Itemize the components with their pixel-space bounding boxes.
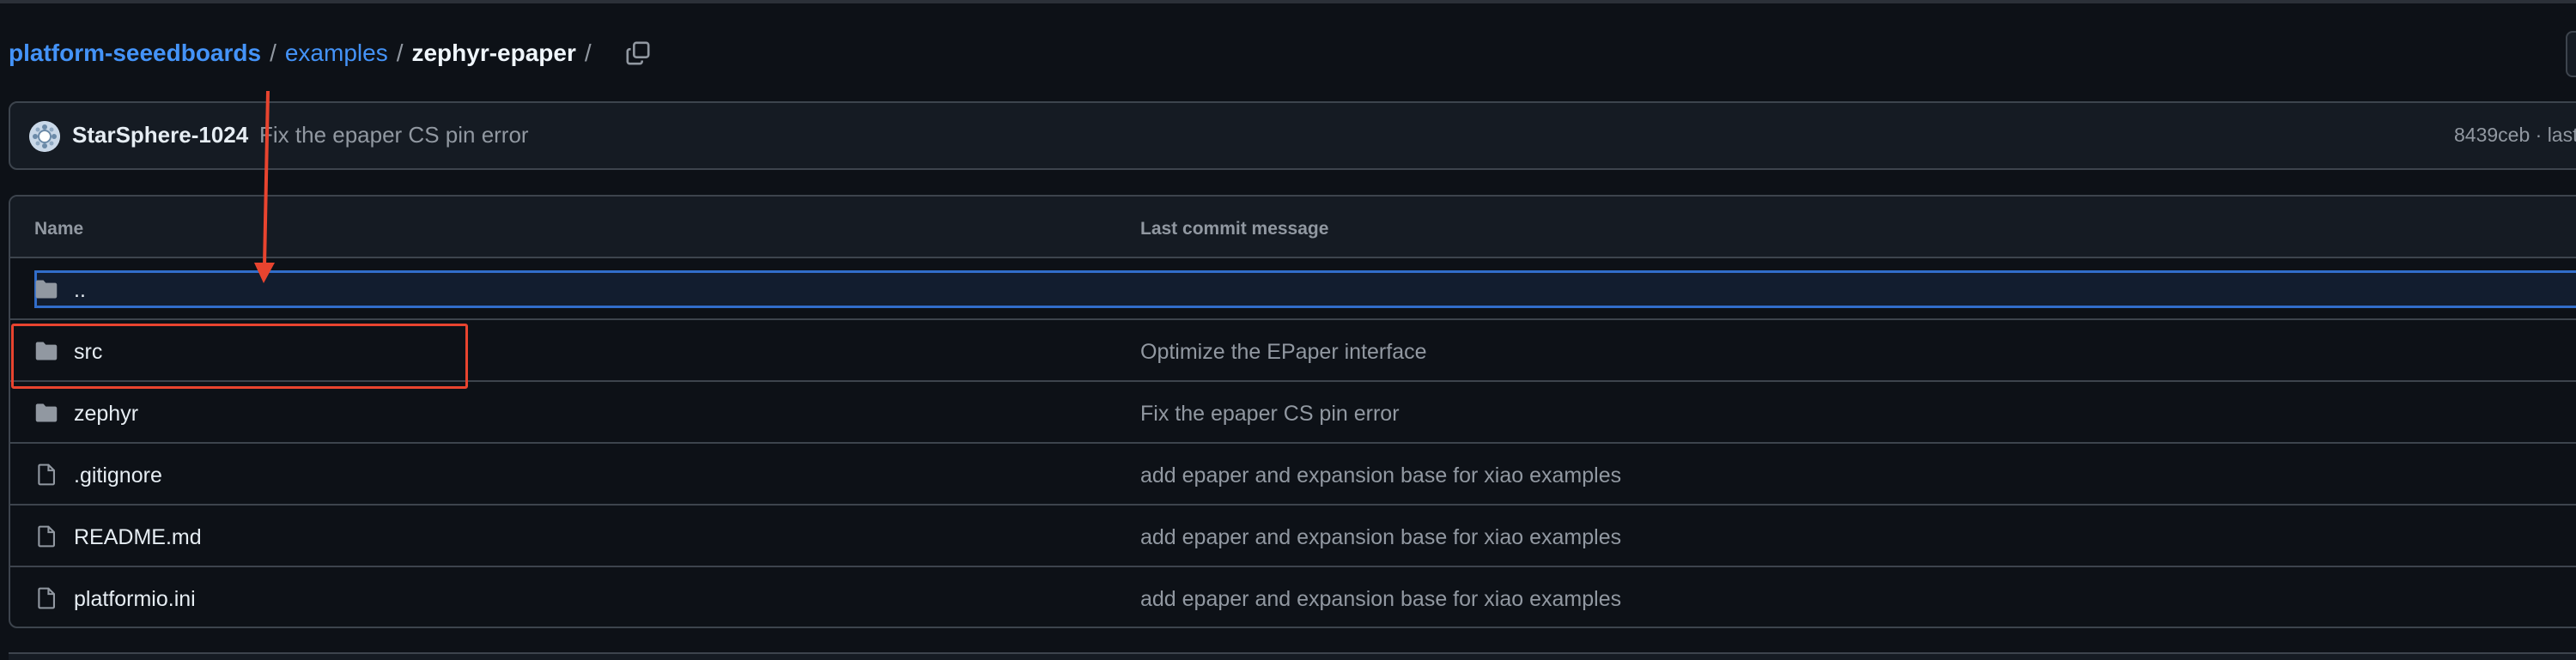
file-name-link[interactable]: zephyr [74,402,139,426]
avatar-icon [29,121,60,152]
breadcrumb: platform-seeedboards / examples / zephyr… [9,34,653,72]
column-header-name: Name [34,219,84,239]
folder-icon [35,280,58,299]
file-icon [38,463,55,486]
file-name-link[interactable]: .gitignore [74,463,162,487]
commit-message-link[interactable]: Fix the epaper CS pin error [259,122,529,148]
table-row[interactable]: zephyr Fix the epaper CS pin error [10,382,2576,444]
toolbar-button-edge[interactable] [2566,31,2576,77]
parent-directory-row[interactable]: .. [10,258,2576,320]
next-section-edge [9,652,2576,660]
parent-directory-label: .. [74,278,86,302]
breadcrumb-repo-link[interactable]: platform-seeedboards [9,39,262,66]
focus-outline [34,270,2576,308]
copy-path-button[interactable] [623,38,653,69]
table-row[interactable]: src Optimize the EPaper interface [10,320,2576,382]
table-row[interactable]: platformio.ini add epaper and expansion … [10,567,2576,627]
column-header-message: Last commit message [1140,219,1329,239]
commit-author-link[interactable]: StarSphere-1024 [72,122,249,148]
commit-message-link[interactable]: add epaper and expansion base for xiao e… [1140,463,1622,487]
file-table: Name Last commit message .. src Optimize… [9,195,2576,628]
file-name-link[interactable]: platformio.ini [74,587,196,611]
breadcrumb-current: zephyr-epaper [411,39,576,66]
commit-message-link[interactable]: add epaper and expansion base for xiao e… [1140,525,1622,549]
breadcrumb-separator: / [584,39,592,66]
breadcrumb-examples-link[interactable]: examples [284,39,388,66]
file-name-link[interactable]: src [74,340,103,364]
table-row[interactable]: .gitignore add epaper and expansion base… [10,444,2576,506]
table-header: Name Last commit message [10,197,2576,258]
folder-icon [35,342,58,360]
commit-message-link[interactable]: Fix the epaper CS pin error [1140,402,1400,426]
commit-message-link[interactable]: add epaper and expansion base for xiao e… [1140,587,1622,611]
folder-icon [35,403,58,422]
table-row[interactable]: README.md add epaper and expansion base … [10,506,2576,567]
file-name-link[interactable]: README.md [74,525,202,549]
copy-icon [626,41,650,65]
commit-message-link[interactable]: Optimize the EPaper interface [1140,340,1427,364]
breadcrumb-separator: / [396,39,404,66]
file-icon [38,587,55,609]
avatar[interactable] [29,121,60,152]
breadcrumb-separator: / [270,39,276,66]
commit-meta[interactable]: 8439ceb · last [2454,124,2576,146]
latest-commit-bar: StarSphere-1024 Fix the epaper CS pin er… [9,101,2576,170]
top-divider [0,0,2576,3]
file-icon [38,525,55,548]
